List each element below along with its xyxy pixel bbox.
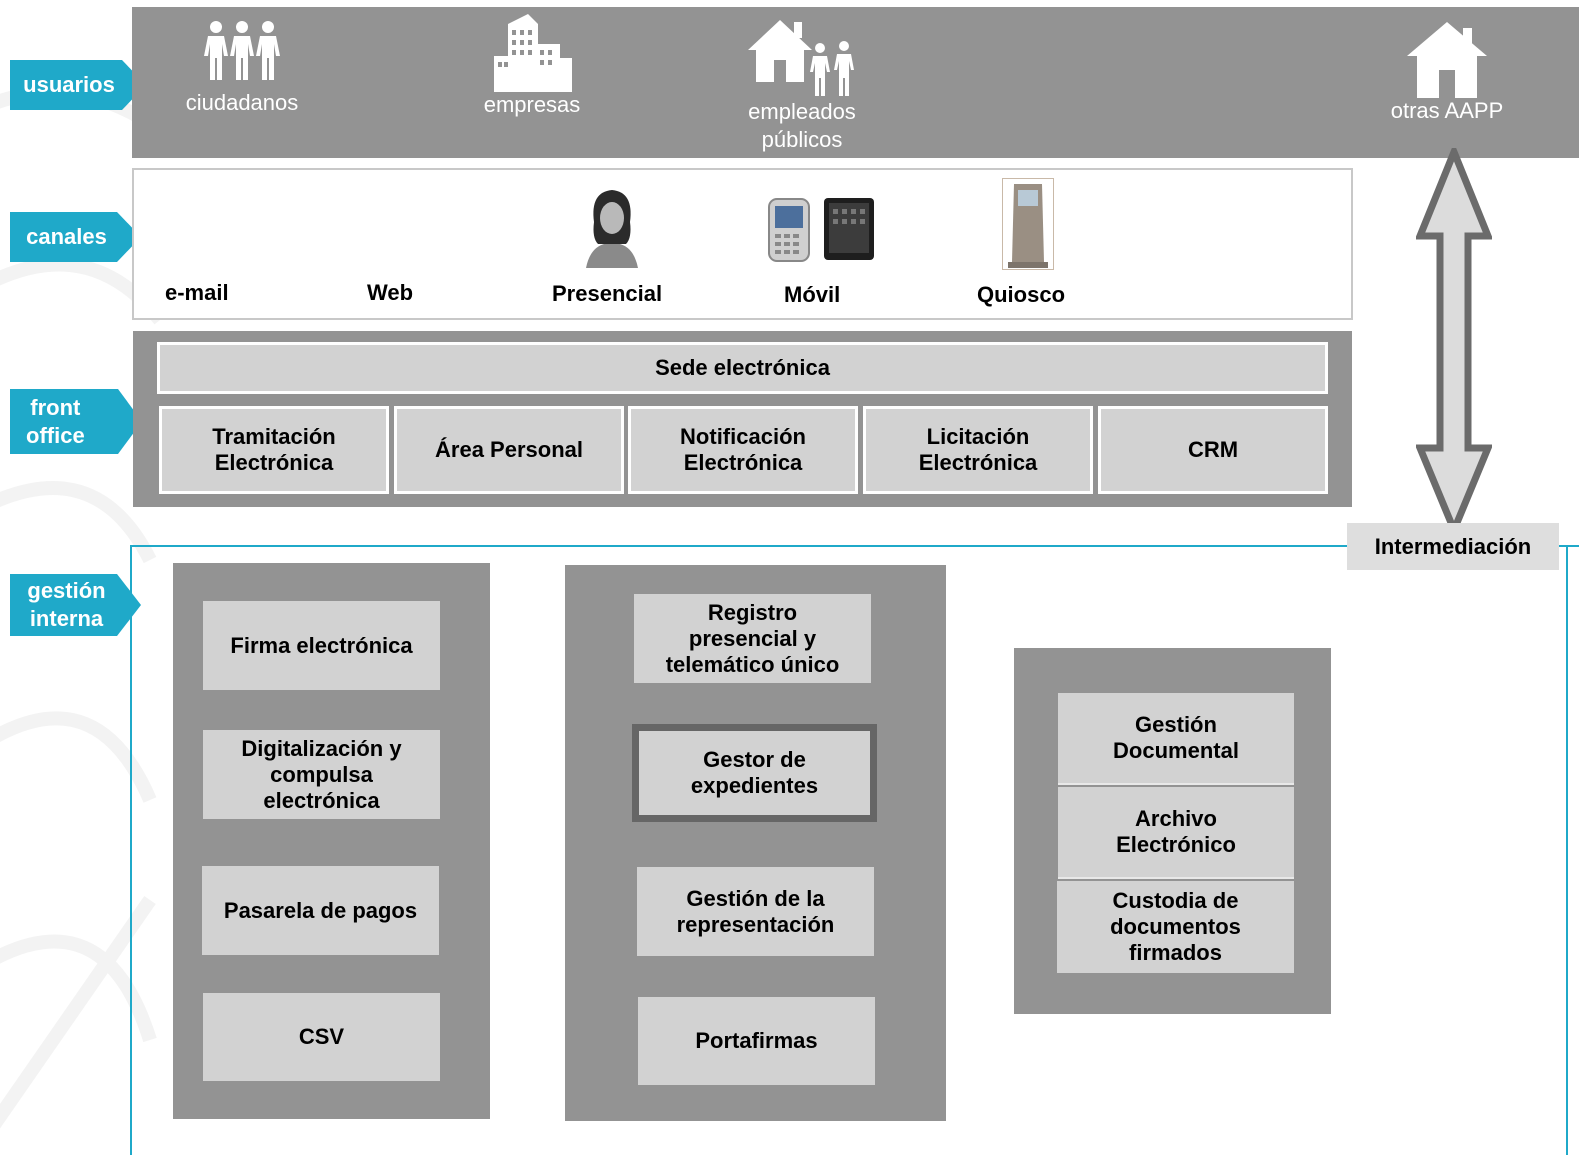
fo-line: Electrónica	[683, 450, 803, 475]
gi-line: Gestión de la	[686, 885, 825, 911]
box-firma-electronica: Firma electrónica	[203, 601, 440, 690]
fo-line: Electrónica	[918, 450, 1038, 475]
gi-line: Electrónico	[1116, 832, 1236, 857]
canal-email: e-mail	[165, 280, 229, 305]
box-registro-unico: Registro presencial y telemático único	[634, 594, 871, 683]
box-gestor-expedientes: Gestor de expedientes	[632, 724, 877, 822]
gi-line: representación	[676, 911, 835, 937]
tag-canales: canales	[10, 212, 141, 262]
fo-line: Licitación	[926, 424, 1030, 449]
gi-line: Digitalización y	[241, 735, 402, 761]
gi-line: Registro	[707, 599, 798, 625]
fo-line: Tramitación	[212, 424, 336, 449]
fo-line: Notificación	[680, 424, 806, 449]
user-empresas: empresas	[462, 14, 602, 120]
box-digitalizacion-compulsa: Digitalización y compulsa electrónica	[203, 730, 440, 819]
gi-line: expedientes	[690, 773, 819, 798]
label-otras-aapp: otras AAPP	[1390, 98, 1504, 123]
canal-web: Web	[367, 280, 414, 305]
intermediacion-arrow-icon	[1416, 148, 1492, 534]
box-gestion-representacion: Gestión de la representación	[637, 867, 874, 956]
gi-line: electrónica	[263, 787, 380, 813]
gi-line: firmados	[1129, 940, 1222, 965]
fo-line: CRM	[1187, 437, 1239, 462]
user-otras-aapp: otras AAPP	[1380, 22, 1514, 126]
home-icon	[1407, 22, 1487, 98]
box-archivo-electronico: Archivo Electrónico	[1058, 787, 1294, 879]
gi-line: compulsa	[270, 761, 373, 787]
tablet-icon	[824, 198, 874, 260]
tag-gestion-interna: gestión interna	[10, 574, 141, 636]
kiosk-icon	[1002, 178, 1054, 270]
canales-band	[132, 168, 1353, 320]
tag-gestion-line2: interna	[29, 606, 104, 631]
box-portafirmas: Portafirmas	[638, 997, 875, 1085]
box-gestion-documental: Gestión Documental	[1058, 693, 1294, 785]
box-area-personal: Área Personal	[394, 406, 624, 494]
user-ciudadanos: ciudadanos	[172, 20, 312, 118]
gi-line: Portafirmas	[695, 1028, 818, 1053]
citizens-icon	[204, 21, 280, 80]
usuarios-band	[132, 7, 1579, 158]
label-empleados-line1: empleados	[748, 99, 856, 124]
tag-front-line2: office	[26, 422, 85, 448]
mobile-phone-icon	[768, 198, 810, 262]
tag-gestion-line1: gestión	[27, 578, 106, 603]
gi-line: Archivo	[1135, 806, 1217, 831]
intermediacion-label: Intermediación	[1347, 523, 1559, 570]
box-pasarela-pagos: Pasarela de pagos	[202, 866, 439, 955]
canal-quiosco: Quiosco	[977, 282, 1066, 307]
label-ciudadanos: ciudadanos	[185, 90, 299, 115]
gi-line: Gestión	[1135, 712, 1217, 737]
gestion-interna-right-border	[1566, 545, 1568, 1155]
person-photo-icon	[586, 186, 638, 268]
gi-line: Firma electrónica	[230, 632, 413, 658]
tag-front-office: front office	[10, 389, 142, 454]
fo-line: Área Personal	[435, 437, 583, 462]
gi-line: presencial y	[688, 625, 817, 651]
gi-line: telemático único	[665, 651, 840, 677]
gi-line: Custodia de	[1112, 888, 1239, 913]
gi-line: Gestor de	[703, 747, 806, 772]
buildings-icon	[494, 14, 572, 92]
canal-movil: Móvil	[784, 282, 841, 307]
fo-line: Electrónica	[214, 450, 334, 475]
label-empleados-line2: públicos	[761, 127, 843, 152]
canal-presencial: Presencial	[552, 281, 663, 306]
gi-line: Documental	[1113, 738, 1239, 763]
user-empleados-publicos: empleados públicos	[732, 16, 872, 154]
tag-front-line1: front	[30, 394, 81, 420]
gestion-interna-frame	[130, 545, 1579, 1155]
box-csv: CSV	[203, 993, 440, 1081]
label-empresas: empresas	[483, 92, 581, 117]
box-crm: CRM	[1098, 406, 1328, 494]
gi-line: documentos	[1110, 914, 1241, 939]
gi-line: CSV	[298, 1024, 345, 1049]
sede-electronica: Sede electrónica	[157, 342, 1328, 394]
home-employees-icon	[748, 20, 854, 96]
gi-line: Pasarela de pagos	[223, 897, 418, 923]
tag-usuarios: usuarios	[10, 60, 146, 110]
box-custodia-documentos: Custodia de documentos firmados	[1057, 881, 1294, 973]
